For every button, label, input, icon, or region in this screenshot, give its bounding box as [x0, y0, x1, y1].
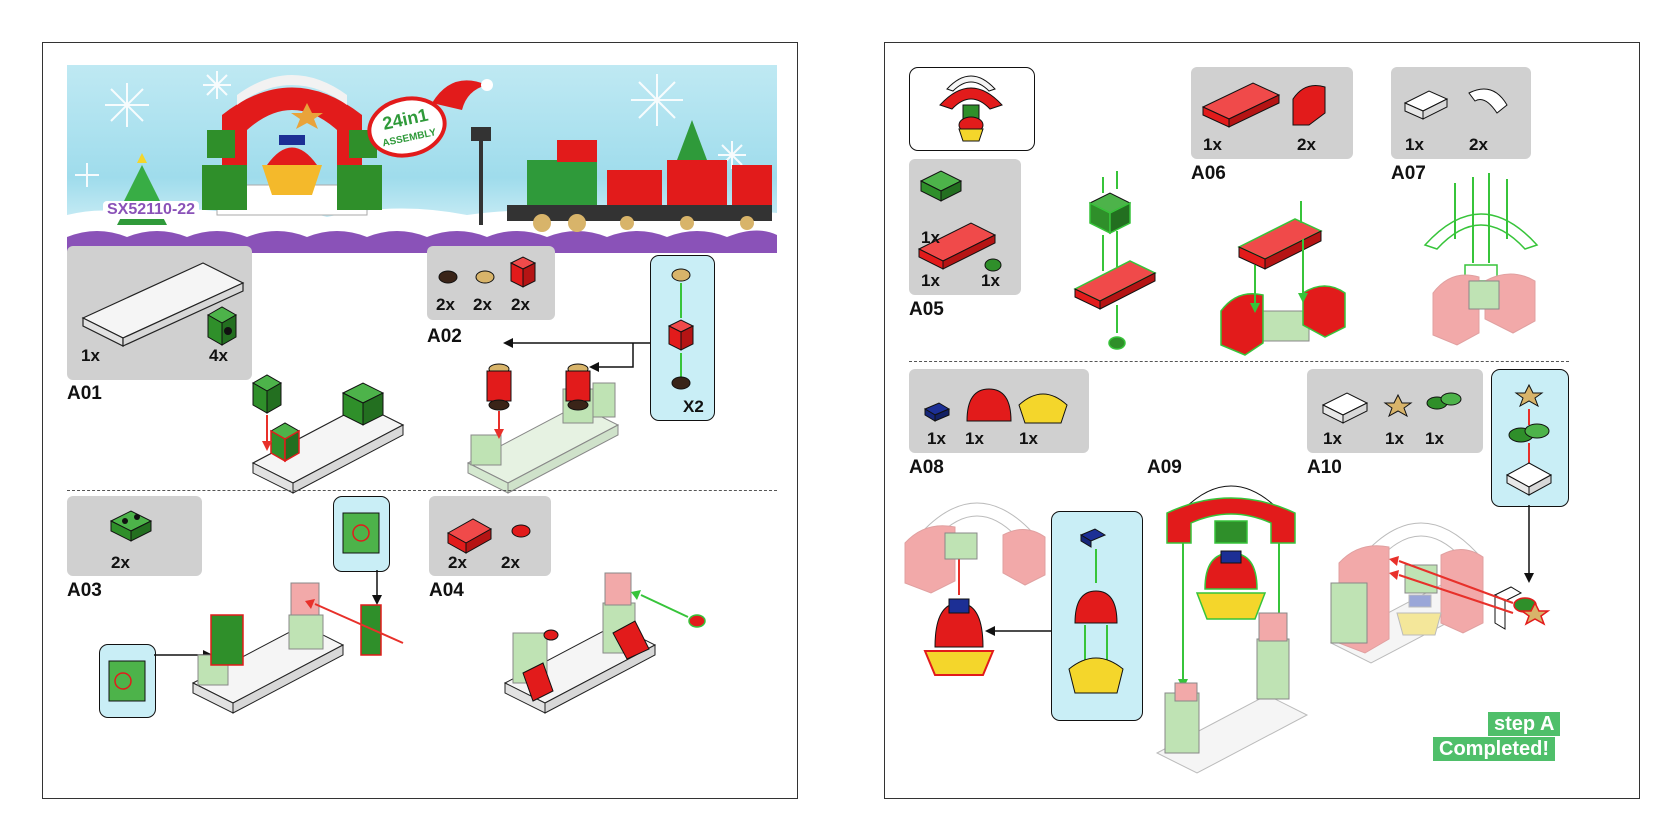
A02-callout-multiplier: X2 [683, 397, 704, 416]
left-instruction-page: 24in1 ASSEMBLY [42, 42, 798, 799]
step-completed-badge-line1: step A [1488, 712, 1561, 736]
A01-count-2: 4x [209, 346, 228, 365]
A06-count-1: 1x [1203, 135, 1222, 154]
A06-count-2: 2x [1297, 135, 1316, 154]
A04-parts-art [446, 518, 531, 554]
step-label-A09: A09 [1147, 457, 1182, 478]
A02-parts-art [438, 256, 537, 288]
submodel-preview-art [939, 75, 1003, 142]
A02-count-2: 2x [473, 295, 492, 314]
A07-count-2: 2x [1469, 135, 1488, 154]
A02-count-1: 2x [436, 295, 455, 314]
model-code: SX52110-22 [103, 201, 200, 219]
right-instruction-page: 1x 1x 1x A05 1x 2x A06 [884, 42, 1640, 799]
white-plate-2x8-picture [81, 262, 245, 347]
step-label-A03: A03 [67, 580, 102, 601]
A08-count-3: 1x [1019, 429, 1038, 448]
A10-count-3: 1x [1425, 429, 1444, 448]
A09-assembly-art [1155, 485, 1309, 774]
A04-assembly-art [503, 572, 706, 714]
section-divider-left [67, 490, 777, 491]
A05-count-2: 1x [921, 271, 940, 290]
step-label-A02: A02 [427, 326, 462, 347]
assembly-badge: 24in1 ASSEMBLY [367, 96, 447, 158]
step-label-A01: A01 [67, 383, 102, 404]
A02-assembly-art [466, 363, 620, 494]
A03-parts-art [109, 510, 153, 542]
A06-parts-art [1201, 82, 1326, 128]
arch-model-picture [202, 75, 382, 216]
A02-callout-art [503, 268, 695, 390]
A01-count-1: 1x [81, 346, 100, 365]
step-completed-badge-line2: Completed! [1433, 737, 1555, 761]
product-banner: 24in1 ASSEMBLY [67, 65, 777, 253]
A01-assembly-art [251, 374, 405, 494]
A10-assembly-art [1329, 383, 1553, 664]
A08-count-1: 1x [927, 429, 946, 448]
A10-count-2: 1x [1385, 429, 1404, 448]
green-brick-1x1-picture [206, 306, 238, 346]
A03-assembly-art [108, 512, 404, 714]
A07-assembly-art [1423, 173, 1539, 346]
A01-parts-art [81, 262, 245, 347]
A06-assembly-art [1220, 201, 1346, 356]
step-label-A04: A04 [429, 580, 464, 601]
step-label-A08: A08 [909, 457, 944, 478]
A08-parts-art [923, 388, 1068, 424]
A10-count-1: 1x [1323, 429, 1342, 448]
section-divider-right [909, 361, 1569, 362]
A05-parts-art [917, 170, 1002, 272]
step-label-A07: A07 [1391, 163, 1426, 184]
A07-count-1: 1x [1405, 135, 1424, 154]
A08-assembly-art [904, 502, 1124, 694]
A02-count-3: 2x [511, 295, 530, 314]
A04-count-2: 2x [501, 553, 520, 572]
step-label-A06: A06 [1191, 163, 1226, 184]
A08-count-2: 1x [965, 429, 984, 448]
A10-parts-art [1321, 392, 1462, 424]
train-model-picture [507, 120, 772, 232]
step-label-A10: A10 [1307, 457, 1342, 478]
A05-count-1: 1x [921, 228, 940, 247]
A05-count-3: 1x [981, 271, 1000, 290]
A04-count-1: 2x [448, 553, 467, 572]
A03-count-1: 2x [111, 553, 130, 572]
step-label-A05: A05 [909, 299, 944, 320]
A07-parts-art [1403, 88, 1508, 120]
A05-assembly-art [1073, 171, 1157, 350]
